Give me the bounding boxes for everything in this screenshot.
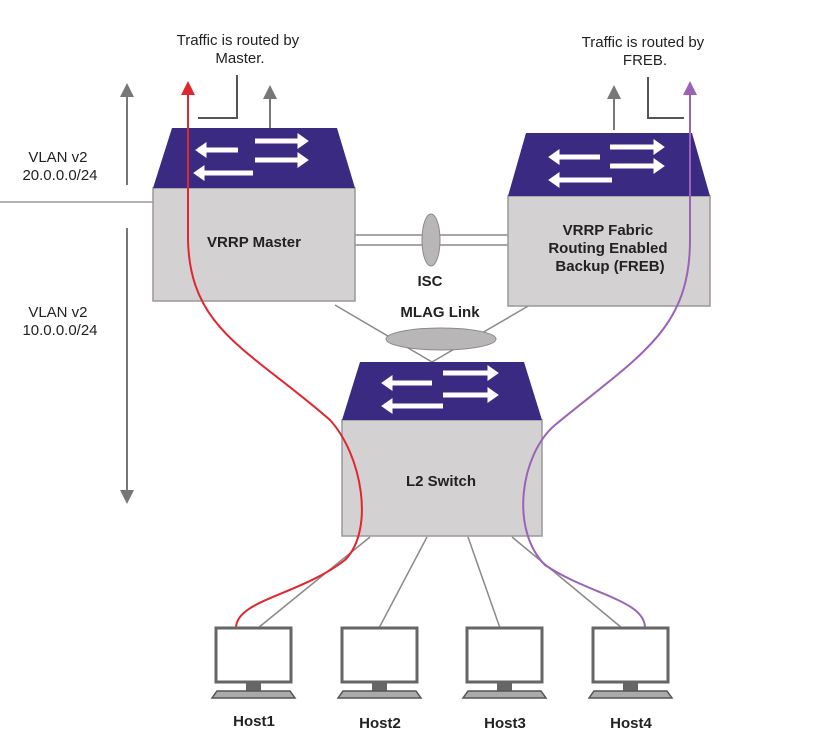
mlag-label: MLAG Link [400,304,480,321]
mlag-bundle [385,327,497,351]
master-traffic-path [181,81,363,629]
host3-keyboard-icon [461,690,548,699]
host4-link [511,536,623,629]
mlag-link-left [334,304,433,363]
l2-switch-label: L2 Switch [406,473,476,490]
host2-label: Host2 [359,715,401,732]
vrrp-master-switch: VRRP Master [152,128,356,302]
freb-note: Traffic is routed by FREB. [582,34,709,69]
freb-label: VRRP Fabric Routing Enabled Backup (FREB… [548,222,671,275]
host3-link [467,536,501,629]
master-note: Traffic is routed by Master. [177,32,304,67]
host4: Host4 [587,626,674,732]
host2-keyboard-icon [336,690,423,699]
host1-label: Host1 [233,713,275,730]
freb-traffic-path [522,81,697,629]
master-note-callout [198,75,238,119]
vrrp-freb-switch: VRRP Fabric Routing Enabled Backup (FREB… [507,133,711,307]
host3: Host3 [461,626,548,732]
isc-bundle [421,213,441,267]
host3-label: Host3 [484,715,526,732]
host1-keyboard-icon [210,690,297,699]
l2-switch: L2 Switch [341,362,543,537]
vlan-lower-label: VLAN v2 10.0.0.0/24 [22,304,97,339]
host2: Host2 [336,626,423,732]
host4-keyboard-icon [587,690,674,699]
freb-note-callout [647,77,684,119]
vlan-upper-label: VLAN v2 20.0.0.0/24 [22,149,97,184]
master-switch-arrows-icon [193,133,309,181]
master-label: VRRP Master [207,234,301,251]
host1: Host1 [210,626,297,730]
host2-link [378,536,428,629]
freb-switch-arrows-icon [548,139,665,188]
isc-label: ISC [417,273,442,290]
host4-label: Host4 [610,715,652,732]
l2-switch-arrows-icon [381,365,499,414]
